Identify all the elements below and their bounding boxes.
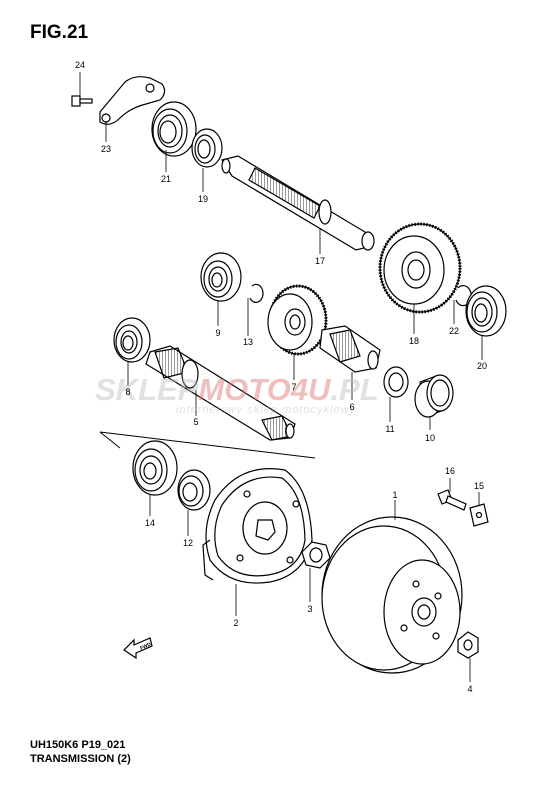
callout-3: 3 [307, 604, 312, 614]
callout-20: 20 [477, 361, 487, 371]
svg-text:SKLEPMOTO4U.PL: SKLEPMOTO4U.PL [95, 372, 379, 407]
figure-code: UH150K6 P19_021 [30, 739, 126, 751]
watermark-tagline: internetowy sklep motocyklowy [176, 404, 357, 416]
callout-1: 1 [392, 490, 397, 500]
part-13-circlip [249, 283, 264, 303]
callout-18: 18 [409, 336, 419, 346]
part-14-bearing [132, 440, 178, 496]
callout-4: 4 [467, 684, 472, 694]
part-1-clutch-housing [321, 516, 463, 674]
callout-19: 19 [198, 194, 208, 204]
part-21-bearing [151, 101, 197, 157]
part-17-drive-shaft [221, 155, 375, 251]
callout-17: 17 [315, 256, 325, 266]
callout-22: 22 [449, 326, 459, 336]
part-18-final-gear [378, 222, 462, 314]
part-9-bearing [200, 252, 242, 302]
callout-24: 24 [75, 60, 85, 70]
part-15-washer-plate [469, 503, 489, 527]
callout-2: 2 [233, 618, 238, 628]
part-2-clutch-assembly [202, 468, 313, 584]
watermark: SKLEPMOTO4U.PL internetowy sklep motocyk… [95, 372, 379, 416]
watermark-brand-suffix: .PL [330, 372, 378, 407]
part-10-needle-bearing [414, 374, 454, 418]
figure-caption: TRANSMISSION (2) [30, 753, 131, 765]
watermark-brand-1: SKLEP [95, 372, 199, 407]
callout-13: 13 [243, 337, 253, 347]
callout-6: 6 [349, 402, 354, 412]
part-5-input-shaft [145, 345, 296, 441]
leader-lines [79, 72, 483, 682]
callout-21: 21 [161, 174, 171, 184]
part-11-washer [383, 366, 409, 398]
callout-15: 15 [474, 481, 484, 491]
callout-16: 16 [445, 466, 455, 476]
watermark-brand-2: MOTO [198, 372, 290, 407]
part-3-nut [301, 541, 331, 569]
part-6-pinion-shaft [319, 325, 381, 373]
fwd-arrow-icon [123, 637, 153, 660]
callout-7: 7 [291, 382, 296, 392]
part-7-gear [267, 284, 328, 356]
part-19-oil-seal [191, 128, 223, 168]
part-20-bearing [465, 285, 507, 337]
part-24-bolt [71, 95, 93, 107]
callout-9: 9 [215, 328, 220, 338]
callout-labels: 24 23 21 19 17 18 22 20 9 13 7 6 11 10 8… [75, 60, 487, 694]
callout-23: 23 [101, 144, 111, 154]
callout-11: 11 [385, 424, 394, 434]
part-4-nut [457, 631, 479, 659]
part-23-bracket [99, 76, 166, 125]
callout-10: 10 [425, 433, 435, 443]
part-12-oil-seal [177, 469, 211, 511]
part-16-bolt [437, 489, 467, 511]
callout-5: 5 [193, 417, 198, 427]
part-8-bearing [113, 317, 151, 363]
callout-14: 14 [145, 518, 155, 528]
fwd-label: FWD [139, 641, 152, 651]
watermark-brand-3: 4U [290, 372, 332, 407]
callout-12: 12 [183, 538, 193, 548]
callout-8: 8 [125, 387, 130, 397]
figure-title: FIG.21 [30, 22, 89, 43]
